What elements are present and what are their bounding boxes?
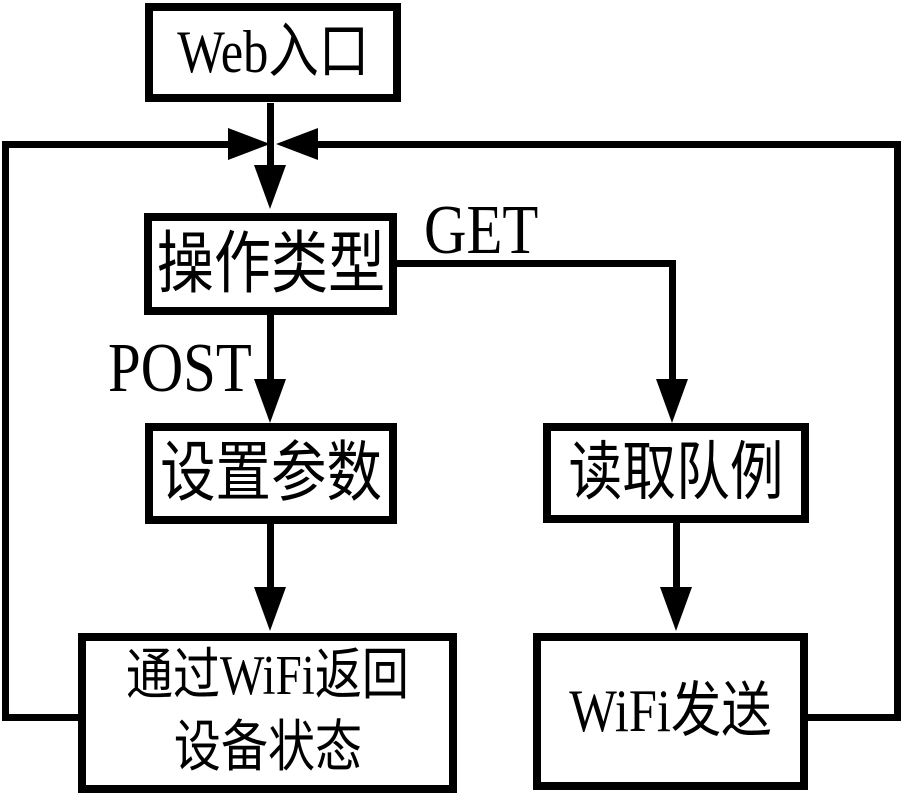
connector-right-loop-side <box>894 141 901 721</box>
node-set-params: 设置参数 <box>145 423 397 524</box>
connector-wifi-send-to-right-loop <box>808 714 901 721</box>
connector-queue-to-send <box>673 523 680 589</box>
node-read-queue: 读取队例 <box>543 423 809 523</box>
node-wifi-send-label: WiFi发送 <box>569 678 772 744</box>
arrow-down-icon <box>656 379 688 423</box>
node-operation-type: 操作类型 <box>144 213 397 315</box>
connector-post-edge <box>267 315 274 381</box>
arrow-right-icon <box>228 128 270 160</box>
arrow-down-icon <box>660 587 692 631</box>
connector-left-loop-side <box>2 141 9 721</box>
node-read-queue-label: 读取队例 <box>568 437 784 509</box>
node-wifi-return-status-label-line1: 通过WiFi返回 <box>126 645 409 708</box>
connector-wifi-return-to-left-loop <box>2 714 78 721</box>
connector-get-edge-vertical <box>669 260 676 380</box>
connector-right-loop-top <box>318 141 901 148</box>
node-wifi-return-status: 通过WiFi返回 设备状态 <box>78 633 457 793</box>
arrow-down-icon <box>254 587 286 631</box>
connector-left-loop-top <box>2 141 228 148</box>
arrow-left-icon <box>276 128 318 160</box>
node-wifi-send: WiFi发送 <box>533 633 808 790</box>
connector-params-to-return <box>267 524 274 589</box>
arrow-down-icon <box>254 379 286 423</box>
connector-web-to-junction <box>267 103 274 165</box>
node-wifi-return-status-label-line2: 设备状态 <box>173 717 362 779</box>
node-web-entry: Web入口 <box>145 3 401 102</box>
arrow-down-icon <box>254 165 286 209</box>
connector-get-edge-horizontal <box>397 260 676 267</box>
node-set-params-label: 设置参数 <box>160 436 382 510</box>
edge-label-post: POST <box>108 330 252 407</box>
node-operation-type-label: 操作类型 <box>156 225 385 302</box>
edge-label-get: GET <box>424 192 539 269</box>
node-web-entry-label: Web入口 <box>177 19 369 85</box>
